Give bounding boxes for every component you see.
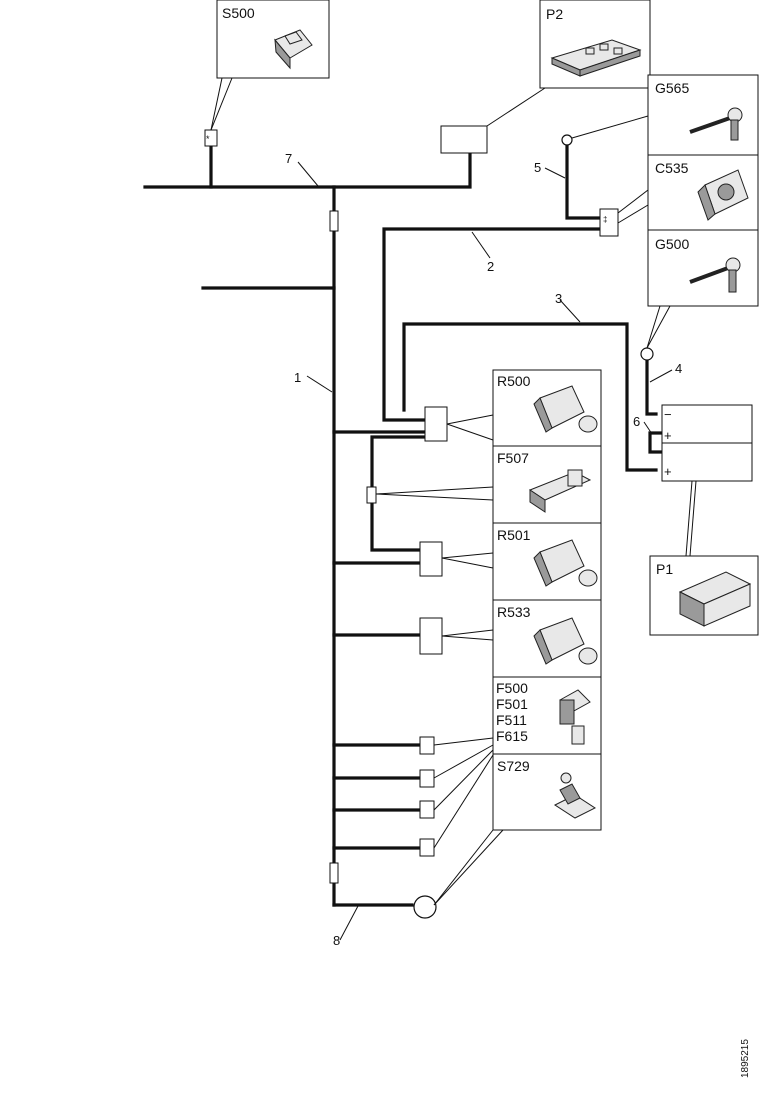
resistor-icon: [533, 539, 598, 587]
fuse-icon: [559, 689, 591, 745]
ground-bolt-icon: [689, 107, 743, 141]
connector-r500: [424, 406, 448, 442]
label-f507: F507: [497, 450, 529, 466]
battery-terminal-block: − + +: [661, 404, 753, 482]
battery-plus-top: +: [664, 428, 672, 443]
label-f615: F615: [496, 728, 528, 744]
ground-point-g500: [640, 347, 654, 361]
panel-g500: G500: [647, 229, 759, 307]
wire-label-3: 3: [555, 291, 562, 306]
label-p1: P1: [656, 561, 673, 577]
wire-label-7: 7: [285, 151, 292, 166]
resistor-icon: [533, 617, 598, 665]
connector-p2: [440, 125, 488, 154]
figure-reference-number: 1895215: [740, 1039, 751, 1078]
battery-plus-bottom: +: [664, 464, 672, 479]
wire-5: [565, 138, 602, 220]
wire-label-8: 8: [333, 933, 340, 948]
wire-7-harness: [143, 150, 472, 189]
connector-socket-icon: [697, 169, 749, 221]
wire-label-1: 1: [294, 370, 301, 385]
panel-g565: G565: [647, 74, 759, 156]
panel-s729: S729: [492, 753, 602, 831]
panel-s500: S500: [216, 0, 330, 79]
wires: [143, 138, 664, 907]
component-panels: S500 P2 G565: [216, 0, 759, 831]
panel-c535: C535: [647, 154, 759, 231]
connector-s729: [413, 895, 437, 919]
wire-label-6: 6: [633, 414, 640, 429]
label-g500: G500: [655, 236, 689, 252]
panel-r500: R500: [492, 369, 602, 447]
c535-pin-mark: ‡: [603, 215, 607, 224]
fuse-connector-3: [419, 800, 435, 819]
wire-label-2: 2: [487, 259, 494, 274]
label-s500: S500: [222, 5, 255, 21]
label-f500: F500: [496, 680, 528, 696]
connector-r533: [419, 617, 443, 655]
fuse-holder-icon: [528, 469, 592, 513]
label-s729: S729: [497, 758, 530, 774]
panel-p1: P1: [649, 555, 759, 636]
connector-r501: [419, 541, 443, 577]
connector-f507: [366, 486, 377, 504]
label-r533: R533: [497, 604, 531, 620]
wire-3: [402, 322, 658, 472]
label-r501: R501: [497, 527, 531, 543]
battery-icon: [678, 571, 752, 627]
wire-numbers: 7 1 2 3 5 4 6 8: [285, 151, 682, 948]
inline-connector-top: [329, 210, 339, 232]
label-f511: F511: [496, 712, 527, 728]
fuse-connector-2: [419, 769, 435, 788]
wire-6: [648, 431, 664, 454]
inline-connector-bottom: [329, 862, 339, 884]
ground-bolt-icon: [689, 257, 741, 293]
label-f501: F501: [496, 696, 528, 712]
relay-box-icon: [550, 39, 642, 77]
label-p2: P2: [546, 6, 563, 22]
wire-label-5: 5: [534, 160, 541, 175]
fuse-connector-4: [419, 838, 435, 857]
connectors: *: [204, 125, 654, 919]
label-c535: C535: [655, 160, 689, 176]
resistor-icon: [533, 385, 598, 433]
switch-sensor-icon: [553, 772, 597, 819]
wire-label-4: 4: [675, 361, 682, 376]
wire-2: [382, 227, 602, 422]
panel-fuses: F500 F501 F511 F615: [492, 676, 602, 755]
switch-icon: [274, 29, 313, 70]
leader-lines: [210, 77, 697, 941]
panel-f507: F507: [492, 445, 602, 524]
label-g565: G565: [655, 80, 689, 96]
battery-minus: −: [664, 407, 672, 422]
wire-4: [645, 358, 658, 416]
panel-r501: R501: [492, 522, 602, 601]
ground-point-g565: [561, 134, 573, 146]
connector-s500-mark: *: [206, 134, 210, 144]
panel-p2: P2: [539, 0, 651, 89]
panel-r533: R533: [492, 599, 602, 678]
fuse-connector-1: [419, 736, 435, 755]
label-r500: R500: [497, 373, 531, 389]
